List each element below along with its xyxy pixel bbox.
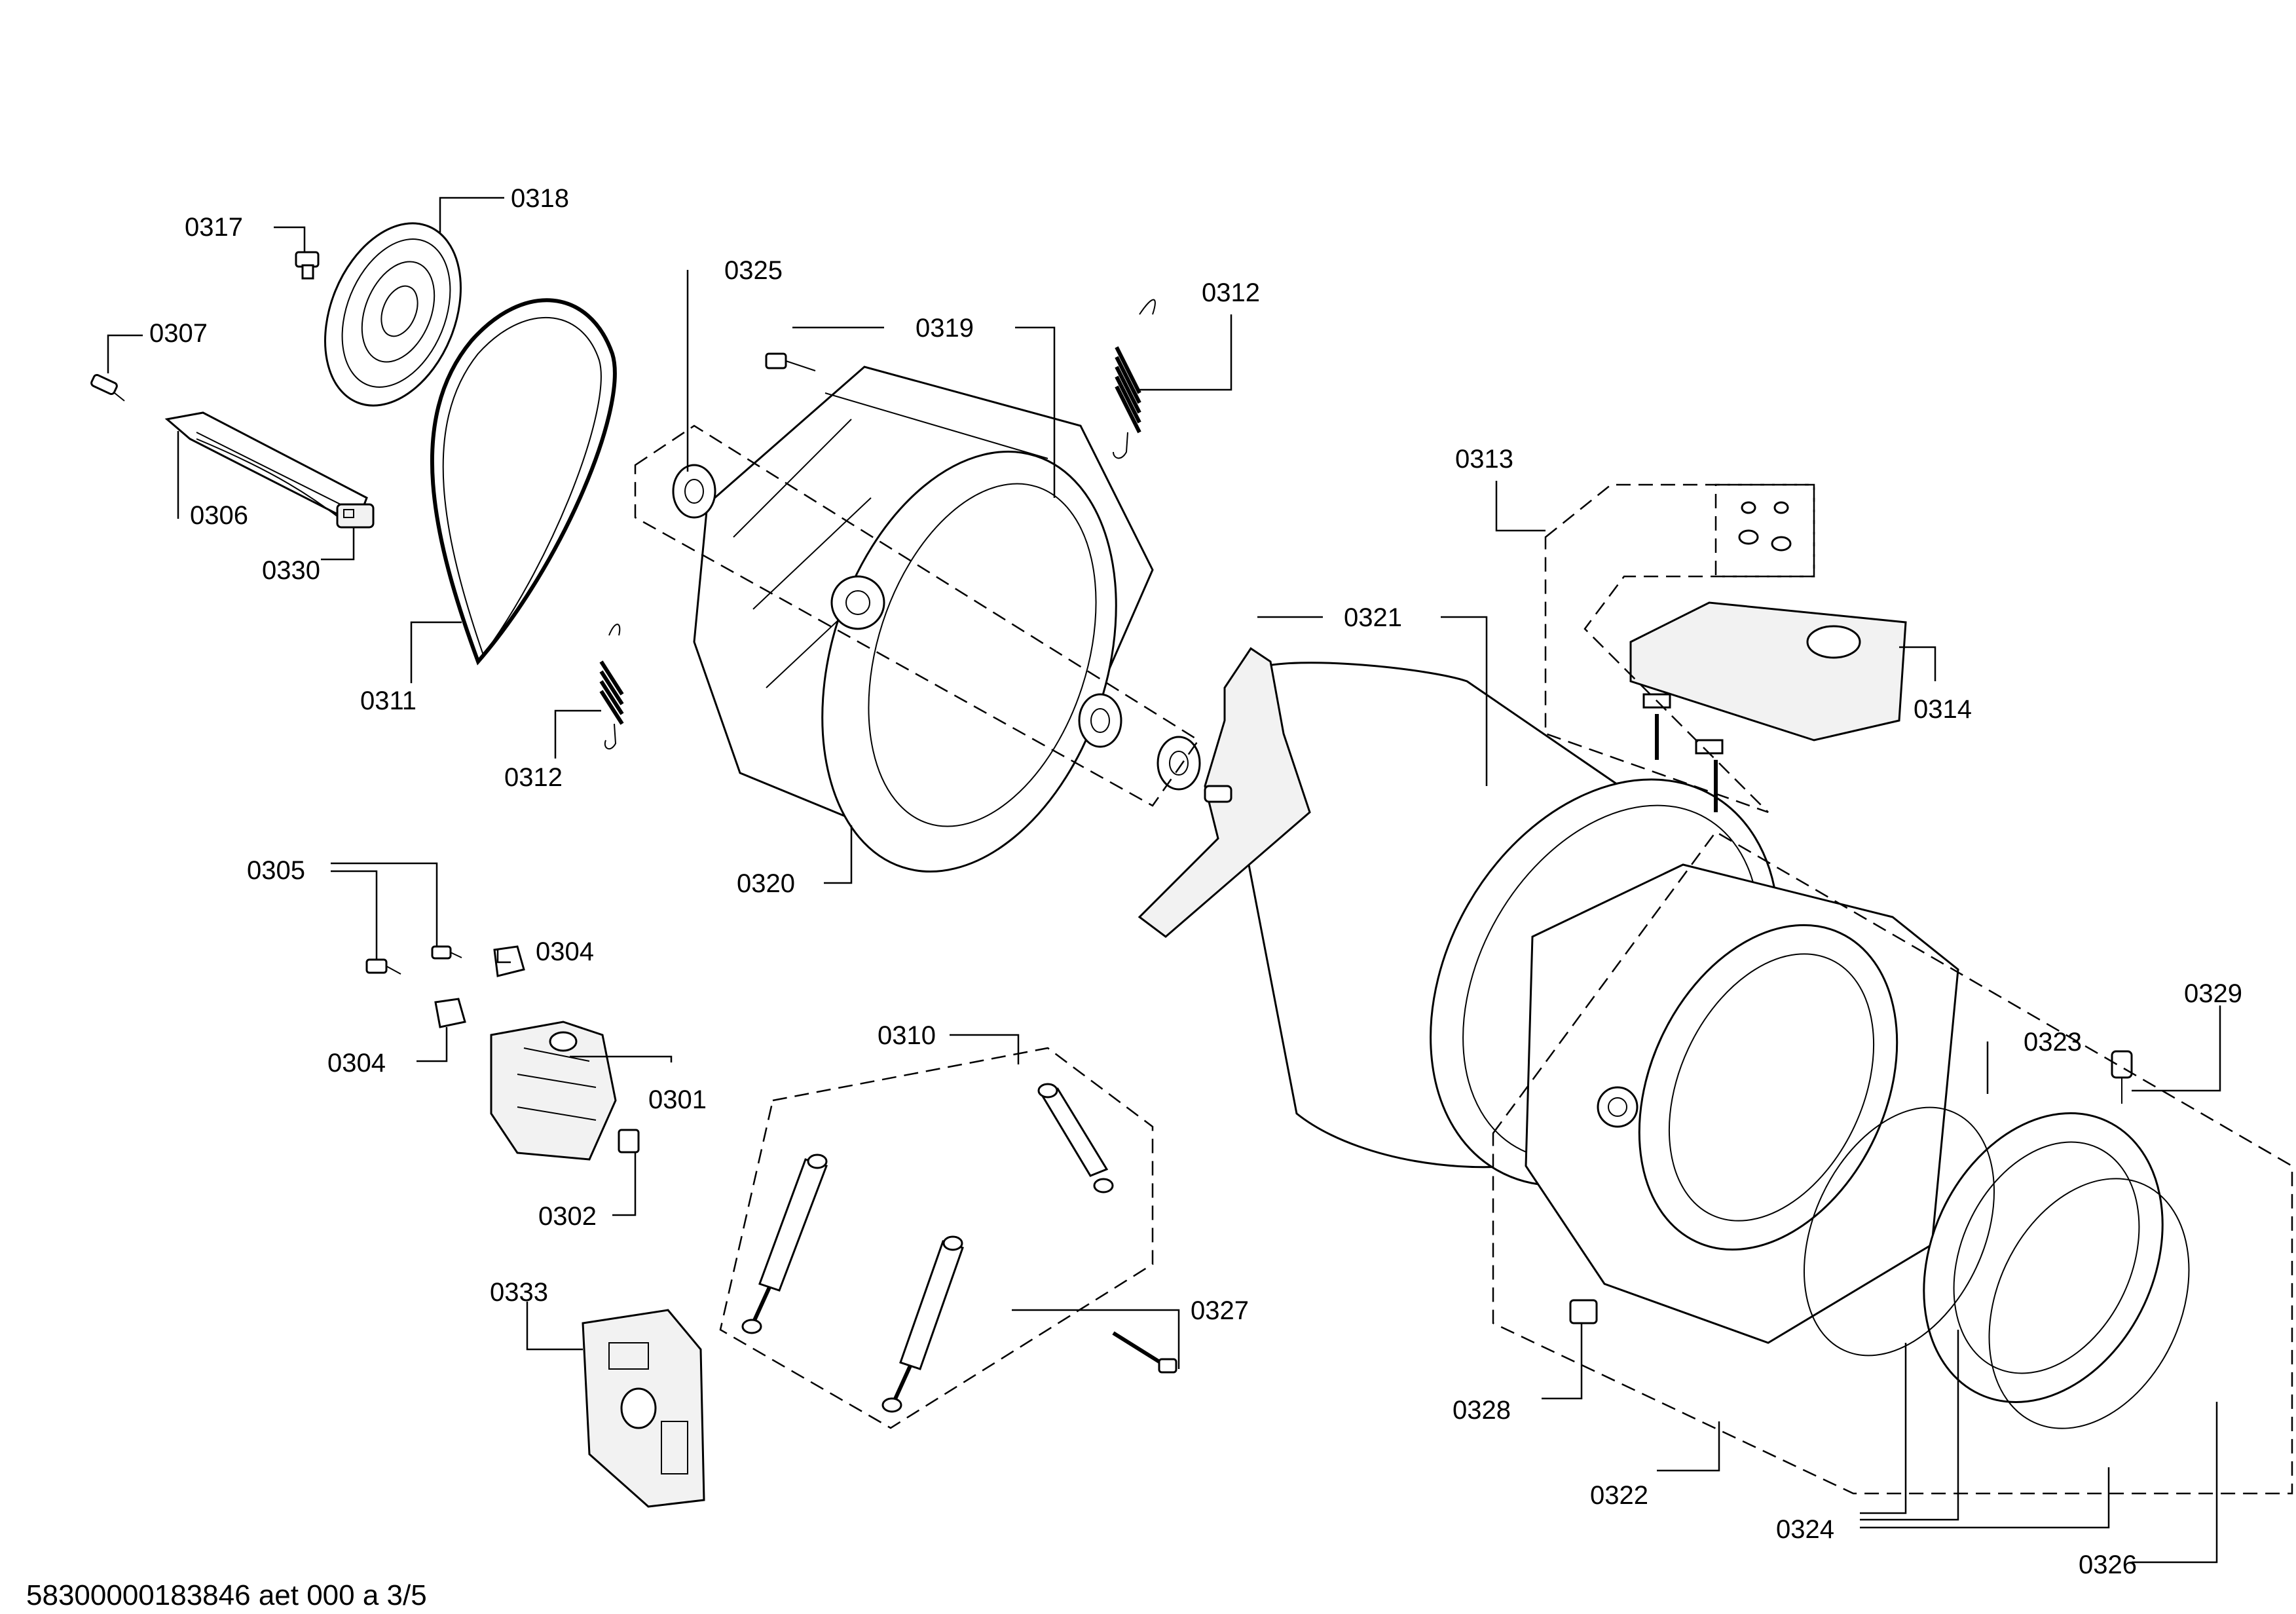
- callout-0311: 0311: [360, 686, 417, 715]
- callout-0325: 0325: [724, 256, 783, 285]
- callout-0318: 0318: [511, 184, 569, 213]
- leader-lines: [107, 197, 2221, 1564]
- pulley-drawing: [324, 222, 462, 407]
- callout-0312-upper: 0312: [1202, 278, 1260, 307]
- callout-0328: 0328: [1453, 1396, 1511, 1425]
- callout-0333: 0333: [490, 1278, 548, 1307]
- group-outline-0313-inner: [1714, 483, 1815, 578]
- callout-0304-upper: 0304: [536, 937, 594, 966]
- drive-belt-drawing: [430, 298, 617, 666]
- callout-0323: 0323: [2024, 1028, 2082, 1057]
- drawing-id-footer: 58300000183846 aet 000 a 3/5: [26, 1579, 427, 1611]
- vent-valve-drawing: [2111, 1050, 2133, 1104]
- motor-bolt-drawings: [365, 945, 462, 975]
- callout-0314: 0314: [1914, 695, 1972, 724]
- spring-upper-drawing: [1113, 299, 1156, 459]
- group-outline-0322: [1492, 831, 2293, 1495]
- control-module-drawing: [582, 1309, 705, 1508]
- callout-0307: 0307: [149, 319, 208, 348]
- motor-damper-drawings: [434, 945, 525, 1028]
- callout-0310: 0310: [878, 1021, 936, 1050]
- front-tub-drawing: [1525, 863, 1959, 1344]
- callout-0317: 0317: [185, 213, 243, 242]
- callout-0302: 0302: [538, 1202, 597, 1231]
- counterweight-drawing: [1629, 501, 1907, 812]
- callout-0313: 0313: [1455, 445, 1513, 474]
- callout-0329: 0329: [2184, 979, 2242, 1008]
- group-outline-0310: [719, 1047, 1154, 1429]
- ntc-sensor-drawing: [336, 503, 375, 529]
- callout-0304-lower: 0304: [327, 1049, 386, 1078]
- motor-connector-drawing: [618, 1129, 640, 1154]
- callout-0327: 0327: [1191, 1296, 1249, 1325]
- group-outline-0313: [1544, 483, 1815, 814]
- callout-0326: 0326: [2079, 1550, 2137, 1579]
- group-outline-0325: [634, 424, 1200, 807]
- callout-0306: 0306: [190, 501, 248, 530]
- heater-screw-drawing: [90, 373, 125, 402]
- tub-screw-drawing: [765, 352, 816, 371]
- damper-pin-drawing: [1112, 1331, 1177, 1374]
- shock-absorber-drawings: [741, 1083, 1114, 1413]
- callout-0320: 0320: [737, 869, 795, 898]
- clip-drawing: [1569, 1299, 1598, 1324]
- callout-0305: 0305: [247, 856, 305, 885]
- spring-lower-drawing: [599, 624, 624, 750]
- callout-0301: 0301: [648, 1085, 707, 1114]
- callout-0321: 0321: [1344, 603, 1402, 632]
- callout-0322: 0322: [1590, 1481, 1648, 1510]
- door-seal-drawing: [1803, 1106, 2190, 1429]
- pulley-bolt-drawing: [295, 251, 320, 280]
- callout-0312-lower: 0312: [504, 763, 563, 792]
- motor-drawing: [490, 1021, 617, 1161]
- callout-0330: 0330: [262, 556, 320, 585]
- rear-tub-drawing: [693, 366, 1154, 873]
- callout-0324: 0324: [1776, 1515, 1834, 1544]
- callout-0319: 0319: [916, 314, 974, 343]
- bearing-drawings: [672, 464, 1201, 791]
